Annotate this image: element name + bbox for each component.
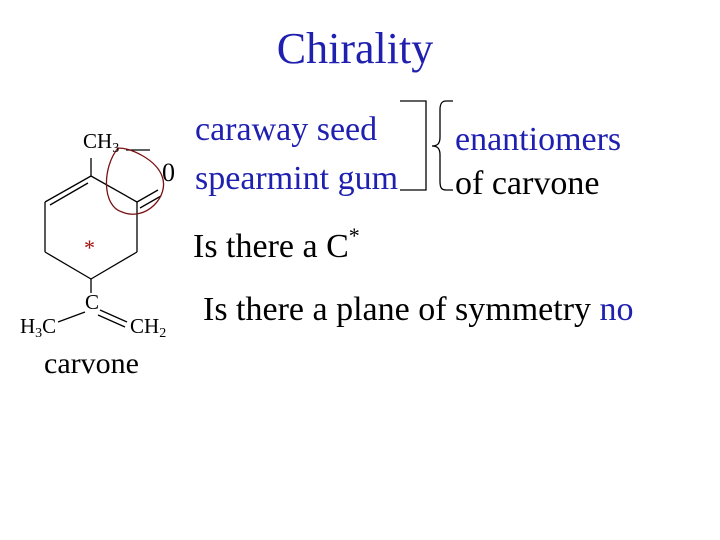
carbon-label: C [85,290,100,314]
question1-text: Is there a C [193,228,349,265]
carbonyl-bond-b [139,195,162,209]
question1-superscript: * [348,223,360,248]
ring-double-bond-inner [49,182,89,206]
isopropenyl-double-bond-b [97,314,126,328]
question2-text: Is there a plane of symmetry [203,291,600,328]
isopropenyl-bond-left [57,311,86,323]
ring-bond-top-right [90,175,138,203]
h3c-subscript: 3 [35,326,43,341]
oxygen-label: 0 [162,158,175,187]
h3c-h: H [20,314,36,338]
question2-answer: no [599,291,634,328]
slide-title: Chirality [276,24,434,73]
carbonyl-bond-a [136,189,159,203]
ring-bond-top-left [44,175,92,203]
caraway-seed-label: caraway seed [195,111,378,148]
ch3-label: CH3 [83,129,119,156]
h3c-c: C [42,314,57,338]
ch2-main: CH [130,314,160,338]
ch3-main: CH [83,129,113,153]
ch3-subscript: 3 [112,141,120,156]
isopropenyl-double-bond-a [99,309,128,323]
of-carvone-label: of carvone [455,165,600,202]
chiral-carbon-question: Is there a C* [193,225,360,265]
symmetry-plane-question: Is there a plane of symmetry no [203,293,634,327]
right-brace [431,100,453,191]
highlight-loop [105,147,165,215]
h3c-label: H3C [20,314,57,341]
molecule-name: carvone [44,347,139,380]
ring-bond-bottom-right [90,251,138,280]
chiral-center-star: * [84,235,95,260]
ch2-subscript: 2 [159,326,167,341]
ring-bond-bottom-left [44,251,92,280]
enantiomers-label: enantiomers [455,121,622,158]
spearmint-gum-label: spearmint gum [195,160,399,197]
ch2-label: CH2 [130,314,166,341]
left-bracket [400,100,427,191]
